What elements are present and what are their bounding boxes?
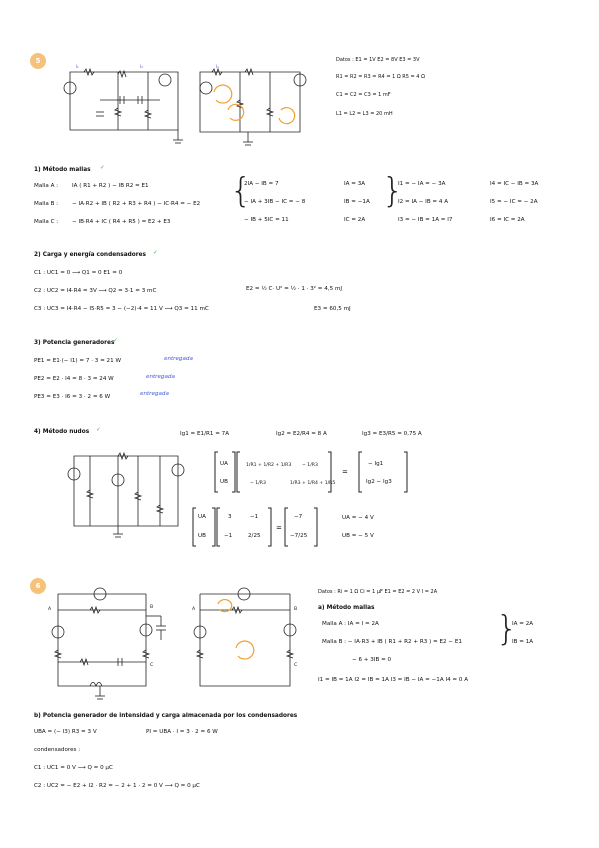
malla-b-eq-ex6: Malla B : − IA·R3 + IB ( R1 + R2 + R3 ) … [322,639,462,645]
matrix2-m12: −1 [250,514,259,520]
malla-c-eq: − IB·R4 + IC ( R4 + R5 ) = E2 + E3 [72,219,171,225]
ig3: Ig3 = E3/R5 = 0,75 A [362,431,422,437]
cap-c1-ex6: C1 : UC1 = 0 V ⟶ Q = 0 μC [34,765,113,771]
solution-ib-ex6: IB = 1A [512,639,534,645]
datos-r: R1 = R2 = R3 = R4 = 1 Ω R5 = 4 Ω [336,74,425,80]
nodal-ua: UA = − 4 V [342,515,374,521]
malla-a-eq: IA ( R1 + R2 ) − IB R2 = E1 [72,183,149,189]
section-2-title: 2) Carga y energía condensadores [34,252,147,258]
cap-c1: C1 : UC1 = 0 ⟶ Q1 = 0 E1 = 0 [34,270,123,276]
section-4-title: 4) Método nudos [34,429,90,435]
svg-text:C: C [150,662,153,668]
cap-c3: C3 : UC3 = I4·R4 − I5·R5 = 3 − (−2)·4 = … [34,306,209,312]
solution-ia: IA = 3A [344,181,366,187]
svg-text:B: B [294,606,297,612]
current-i6: I6 = IC = 2A [490,217,525,223]
power-e3-tag: entregada [140,391,169,397]
power-e1: PE1 = E1·(− I1) = 7 · 3 = 21 W [34,358,121,364]
check-icon: ✓ [153,250,158,256]
svg-text:− 1/R3: − 1/R3 [250,480,266,486]
nodal-ub: UB = − 5 V [342,533,374,539]
svg-text:B: B [150,604,153,610]
cap-c3-energy: E3 = 60,5 mJ [314,306,351,312]
cap-c2-energy: E2 = ½ C· U² = ½ · 1 · 3² = 4,5 mJ [246,286,343,292]
current-i4: I4 = IC − IB = 3A [490,181,539,187]
malla-b-eq2-ex6: − 6 + 3IB = 0 [352,657,392,663]
matrix1-rhs-a: − Ig1 [368,461,384,467]
currents-ex6: I1 = IB = 1A I2 = IB = 1A I3 = IB − IA =… [318,677,469,683]
svg-text:=: = [342,468,348,476]
current-i5: I5 = − IC = − 2A [490,199,538,205]
svg-text:=: = [276,524,282,532]
system-eq-1: 2IA − IB = 7 [244,181,279,187]
svg-text:− 1/R3: − 1/R3 [302,462,318,468]
malla-a-eq-ex6: Malla A : IA = I = 2A [322,621,379,627]
solution-ic: IC = 2A [344,217,366,223]
current-i1: I1 = − IA = − 3A [398,181,446,187]
matrix2-ub: UB [198,533,206,539]
power-e1-tag: entregada [164,356,193,362]
uba-eq: UBA = (− I3) R3 = 3 V [34,729,97,735]
malla-c-label: Malla C : [34,219,59,225]
current-i3: I3 = − IB = 1A = I7 [398,217,453,223]
power-e3: PE3 = E3 · I6 = 3 · 2 = 6 W [34,394,111,400]
svg-text:A: A [192,606,196,612]
svg-text:A: A [48,606,52,612]
brace-system: { [230,171,252,211]
matrix2-ua: UA [198,514,206,520]
power-i-eq: PI = UBA · I = 3 · 2 = 6 W [146,729,218,735]
power-e2: PE2 = E2 · I4 = 8 · 3 = 24 W [34,376,114,382]
solution-ia-ex6: IA = 2A [512,621,534,627]
matrix2-m11: 3 [228,514,232,520]
power-e2-tag: entregada [146,374,175,380]
svg-text:1/R3 + 1/R4 + 1/R5: 1/R3 + 1/R4 + 1/R5 [290,480,335,486]
condensadores-label: condensadores : [34,747,81,753]
brace-solution: } [382,171,404,211]
matrix2-rhs-1: −7 [294,514,303,520]
svg-text:C: C [294,662,297,668]
matrix2-m21: −1 [224,533,233,539]
datos-ex6: Datos : Ri = 1 Ω Ci = 1 μF E1 = E2 = 2 V… [318,589,438,595]
section-b-title: b) Potencia generador de intensidad y ca… [34,713,298,719]
solution-ib: IB = −1A [344,199,370,205]
svg-text:I₁: I₁ [76,64,79,69]
malla-a-label: Malla A : [34,183,59,189]
section-1-title: 1) Método mallas [34,167,91,173]
check-icon: ✓ [96,427,101,433]
brace-solution-ex6: } [496,609,518,649]
datos-l: L1 = L2 = L3 = 20 mH [336,111,393,117]
matrix1-rhs-b: Ig2 − Ig3 [366,479,392,485]
matrix1-ua: UA [220,461,228,467]
malla-b-label: Malla B : [34,201,59,207]
section-a-title: a) Método mallas [318,605,375,611]
matrix2-m22: 2/25 [248,533,261,539]
matrix2-rhs-2: −7/25 [290,533,308,539]
check-icon: ✓ [113,338,118,344]
svg-text:I₄: I₄ [216,64,219,69]
cap-c2: C2 : UC2 = I4·R4 = 3V ⟶ Q2 = 3·1 = 3 mC [34,288,157,294]
current-i2: I2 = IA − IB = 4 A [398,199,449,205]
system-eq-3: − IB + 5IC = 11 [244,217,289,223]
section-3-title: 3) Potencia generadores [34,340,115,346]
exercise-badge: 5 [30,53,46,69]
svg-text:I₃: I₃ [140,64,143,69]
ig1: Ig1 = E1/R1 = 7A [180,431,230,437]
svg-text:1/R1 + 1/R2 + 1/R3: 1/R1 + 1/R2 + 1/R3 [246,462,291,468]
check-icon: ✓ [100,165,105,171]
system-eq-2: − IA + 3IB − IC = − 8 [244,199,306,205]
matrix1-ub: UB [220,479,228,485]
cap-c2-ex6: C2 : UC2 = − E2 + I2 · R2 = − 2 + 1 · 2 … [34,783,200,789]
exercise-badge: 6 [30,578,46,594]
ig2: Ig2 = E2/R4 = 8 A [276,431,327,437]
datos-c: C1 = C2 = C3 = 1 mF [336,92,391,98]
malla-b-eq: − IA·R2 + IB ( R2 + R3 + R4 ) − IC·R4 = … [72,201,201,207]
datos-e: Datos : E1 = 1V E2 = 8V E3 = 3V [336,57,420,63]
